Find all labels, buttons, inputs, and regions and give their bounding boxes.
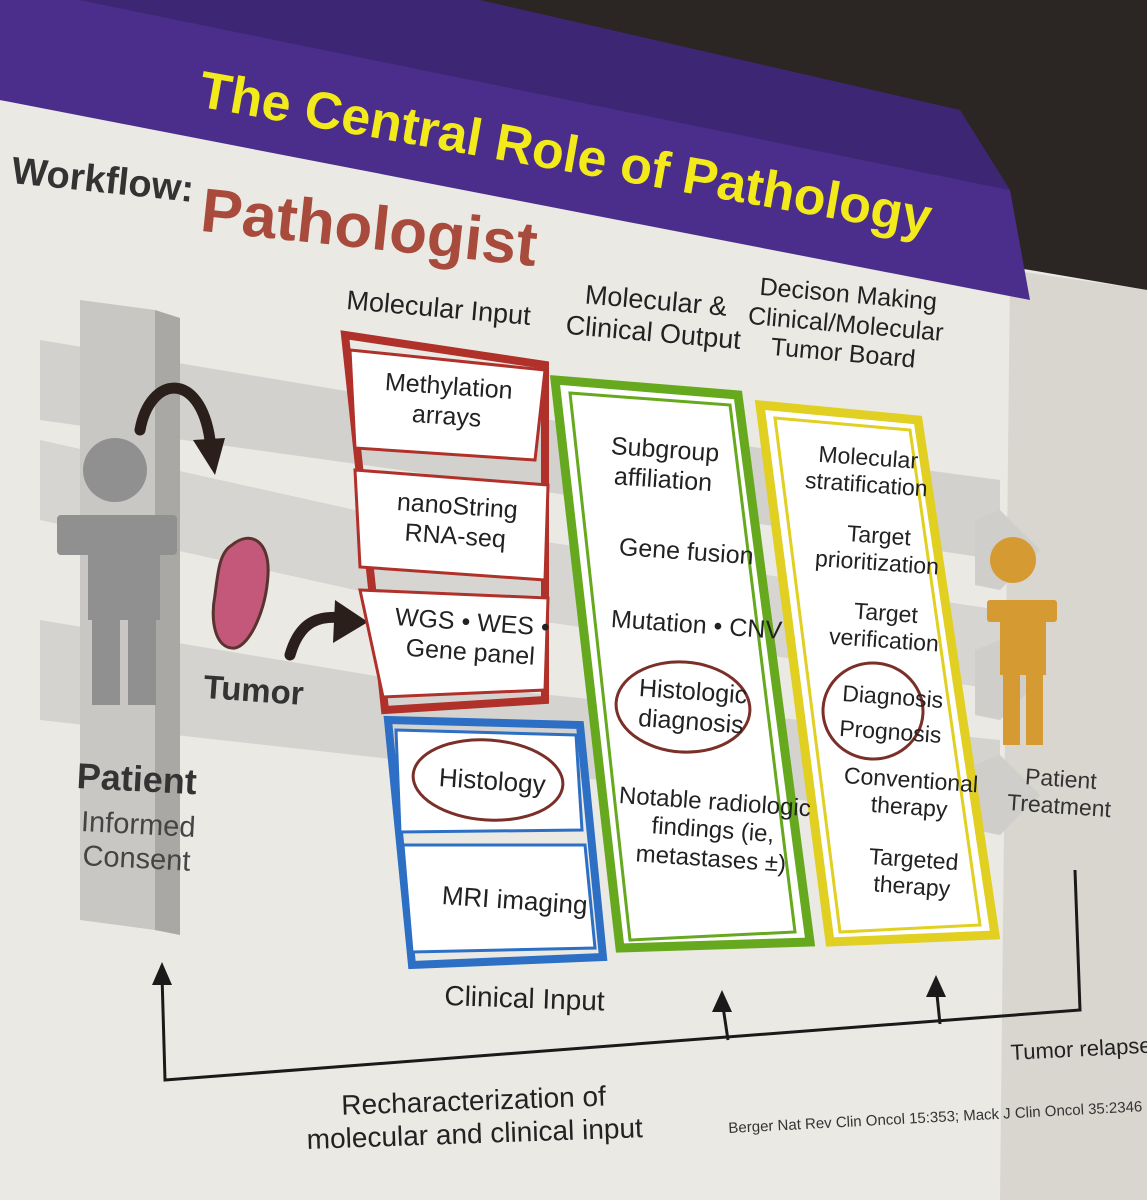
red-box-nanostring: nanoString RNA-seq xyxy=(394,488,519,555)
recharacterization-label: Recharacterization of molecular and clin… xyxy=(305,1078,643,1156)
consent-line2: Consent xyxy=(81,840,192,878)
tumor-blob-icon xyxy=(211,536,270,650)
red-box-wgs: WGS • WES • Gene panel xyxy=(392,603,551,673)
blue-box-group xyxy=(383,715,608,970)
yellow-diagnosis: Diagnosis Prognosis xyxy=(838,676,945,752)
tumor-label: Tumor xyxy=(202,668,305,712)
green-histologic: Histologic diagnosis xyxy=(636,674,748,740)
green-box xyxy=(549,375,816,953)
histology-oval xyxy=(411,738,565,822)
curved-arrow-icon-2 xyxy=(284,600,368,661)
ribbon-left-side xyxy=(155,310,180,935)
red-box-methylation: Methylation arrays xyxy=(382,368,514,436)
yellow-verification: Target verification xyxy=(828,596,941,658)
yellow-box xyxy=(754,399,1001,947)
green-radiologic: Notable radiologic findings (ie, metasta… xyxy=(614,782,812,880)
slide-right-shade xyxy=(1000,270,1147,1200)
green-subgroup: Subgroup affiliation xyxy=(608,432,720,498)
chevron-3 xyxy=(975,755,1040,835)
red-box-group xyxy=(340,330,550,715)
consent-label: Informed Consent xyxy=(78,805,196,879)
curved-arrow-icon-1 xyxy=(134,382,225,475)
green-box-inner xyxy=(568,391,797,942)
yellow-conventional: Conventional therapy xyxy=(841,762,979,825)
header-decision: Decison Making Clinical/Molecular Tumor … xyxy=(744,272,947,377)
header-band-top xyxy=(0,0,1010,190)
yellow-box-inner xyxy=(773,416,982,934)
patient-treatment-label: Patient Treatment xyxy=(1006,762,1113,823)
yellow-stratification: Molecular stratification xyxy=(804,440,930,503)
patient-figure-icon xyxy=(57,438,177,705)
clinical-input-label: Clinical Input xyxy=(443,980,606,1017)
arrowheads xyxy=(152,962,946,1012)
diagnosis-line2: Prognosis xyxy=(838,714,943,748)
treated-patient-figure-icon xyxy=(987,537,1057,745)
histologic-diagnosis-oval xyxy=(614,660,752,754)
yellow-targeted: Targeted therapy xyxy=(866,843,959,903)
diagnosis-prognosis-oval xyxy=(821,661,925,761)
patient-label: Patient xyxy=(75,755,198,803)
header-band xyxy=(0,0,1030,300)
yellow-prioritization: Target prioritization xyxy=(814,518,941,581)
